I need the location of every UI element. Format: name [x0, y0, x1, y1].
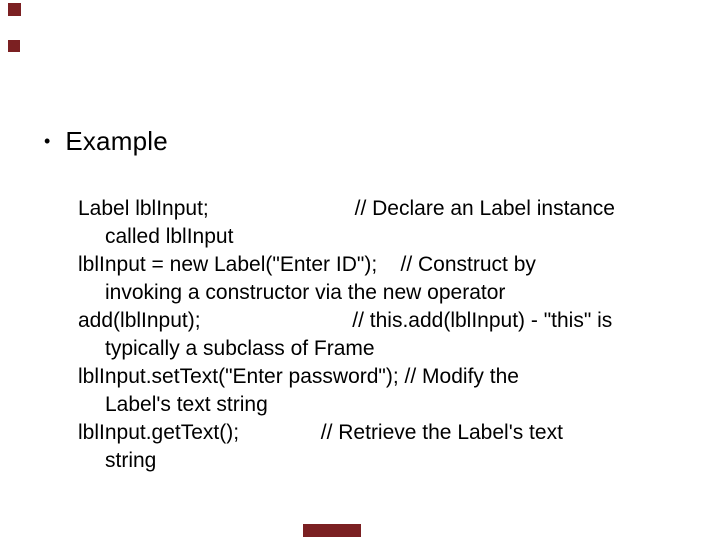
- code-line-add-cont: typically a subclass of Frame: [105, 337, 375, 360]
- bullet-marker: •: [44, 131, 51, 151]
- code-line-declare: Label lblInput; // Declare an Label inst…: [78, 197, 615, 220]
- code-line-add: add(lblInput); // this.add(lblInput) - "…: [78, 309, 613, 332]
- code-line-gettext-cont: string: [105, 449, 157, 472]
- title-row: • Example: [44, 126, 168, 157]
- code-block: Label lblInput; // Declare an Label inst…: [78, 195, 708, 475]
- code-line-settext: lblInput.setText("Enter password"); // M…: [78, 365, 519, 388]
- slide-title: Example: [65, 126, 168, 156]
- code-line-declare-cont: called lblInput: [105, 225, 234, 248]
- decor-bottom-bar: [303, 524, 361, 537]
- code-line-gettext: lblInput.getText(); // Retrieve the Labe…: [78, 421, 563, 444]
- code-line-settext-cont: Label's text string: [105, 393, 268, 416]
- decor-square-top-1: [8, 3, 21, 16]
- decor-square-top-2: [8, 40, 20, 52]
- code-line-construct: lblInput = new Label("Enter ID"); // Con…: [78, 253, 536, 276]
- code-line-construct-cont: invoking a constructor via the new opera…: [105, 281, 506, 304]
